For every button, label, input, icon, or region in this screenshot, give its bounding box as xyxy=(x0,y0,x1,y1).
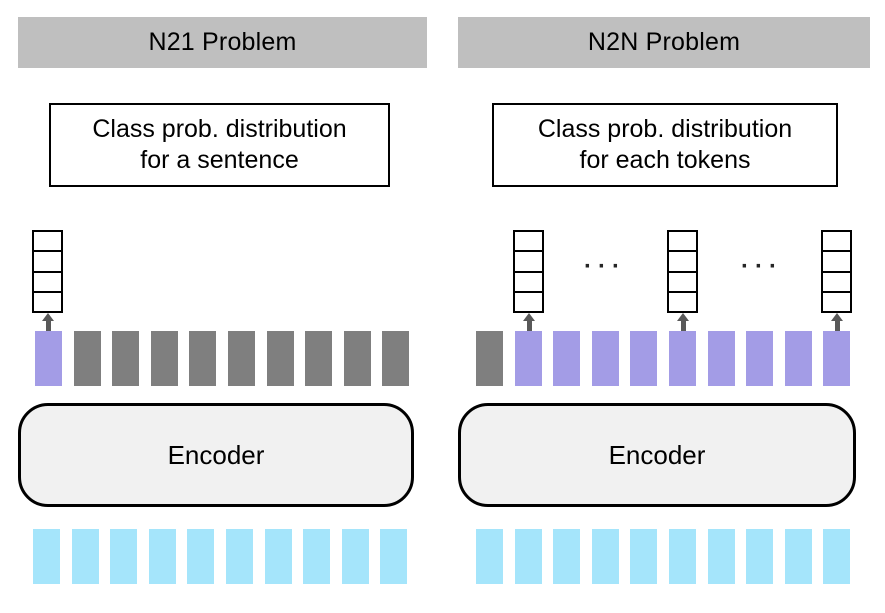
token-bar-row xyxy=(476,331,851,386)
ellipsis: ··· xyxy=(584,253,626,280)
encoder-label: Encoder xyxy=(608,439,706,470)
description-line-1: Class prob. distribution xyxy=(92,115,347,143)
panel-title-label: N2N Problem xyxy=(587,28,741,56)
purple-token-bar xyxy=(746,331,774,386)
gray-token-bar xyxy=(343,331,371,386)
vector-cell xyxy=(823,232,850,253)
encoder-box: Encoder xyxy=(18,403,414,507)
cyan-token-bar xyxy=(668,529,696,584)
cyan-token-bar xyxy=(148,529,176,584)
encoder-box: Encoder xyxy=(458,403,856,507)
description-line-2: for a sentence xyxy=(140,146,299,174)
cyan-token-bar xyxy=(110,529,138,584)
purple-token-bar xyxy=(823,331,851,386)
cyan-token-bar xyxy=(303,529,331,584)
ellipsis: ··· xyxy=(741,253,783,280)
arrow-head xyxy=(831,313,843,321)
panel-title-label: N21 Problem xyxy=(148,28,297,56)
vector-cell xyxy=(823,252,850,273)
vector-cell xyxy=(515,292,542,311)
panel-title: N2N Problem xyxy=(458,17,870,68)
cyan-token-bar xyxy=(71,529,99,584)
token-bar-row xyxy=(35,331,410,386)
description-line-1: Class prob. distribution xyxy=(537,115,793,143)
cyan-token-bar xyxy=(264,529,292,584)
input-bar-row xyxy=(33,529,408,584)
class-prob-vector xyxy=(667,230,698,313)
description-box: Class prob. distribution for a sentence xyxy=(49,103,390,187)
purple-token-bar xyxy=(514,331,542,386)
vector-cell xyxy=(34,272,61,293)
cyan-token-bar xyxy=(476,529,503,584)
cyan-token-bar xyxy=(784,529,812,584)
cyan-token-bar xyxy=(33,529,60,584)
arrow-head xyxy=(42,313,54,321)
gray-token-bar xyxy=(382,331,410,386)
purple-token-bar xyxy=(668,331,696,386)
vector-cell xyxy=(823,272,850,293)
vector-cell xyxy=(823,292,850,311)
gray-token-bar xyxy=(112,331,140,386)
vector-cell xyxy=(669,292,696,311)
up-arrow-icon xyxy=(523,313,535,331)
panel-n21: N21 Problem Class prob. distribution for… xyxy=(18,17,427,584)
cyan-token-bar xyxy=(823,529,851,584)
arrow-head xyxy=(523,313,535,321)
gray-token-bar xyxy=(150,331,178,386)
description-line-2: for each tokens xyxy=(579,146,751,174)
cyan-token-bar xyxy=(746,529,774,584)
cyan-token-bar xyxy=(225,529,253,584)
gray-token-bar xyxy=(305,331,333,386)
arrow-shaft xyxy=(45,321,51,331)
gray-token-bar xyxy=(189,331,217,386)
vector-cell xyxy=(515,252,542,273)
vector-cell xyxy=(515,272,542,293)
up-arrow-icon xyxy=(42,313,54,331)
purple-token-bar xyxy=(553,331,581,386)
cyan-token-bar xyxy=(380,529,408,584)
vector-cell xyxy=(34,252,61,273)
arrow-shaft xyxy=(680,321,686,331)
cyan-token-bar xyxy=(187,529,215,584)
up-arrow-icon xyxy=(677,313,689,331)
encoder-label: Encoder xyxy=(167,439,265,470)
up-arrow-icon xyxy=(831,313,843,331)
vector-cell xyxy=(515,232,542,253)
arrow-shaft xyxy=(526,321,532,331)
vector-cell xyxy=(669,272,696,293)
cyan-token-bar xyxy=(341,529,369,584)
panel-n2n: N2N Problem Class prob. distribution for… xyxy=(443,0,885,613)
purple-token-bar xyxy=(591,331,619,386)
class-prob-vector xyxy=(32,230,63,313)
gray-token-bar xyxy=(73,331,101,386)
gray-token-bar xyxy=(266,331,294,386)
vector-cell xyxy=(669,252,696,273)
vector-cell xyxy=(34,232,61,253)
purple-token-bar xyxy=(35,331,62,386)
cyan-token-bar xyxy=(707,529,735,584)
arrow-shaft xyxy=(834,321,840,331)
cyan-token-bar xyxy=(514,529,542,584)
cyan-token-bar xyxy=(591,529,619,584)
vector-cell xyxy=(669,232,696,253)
input-bar-row xyxy=(476,529,851,584)
purple-token-bar xyxy=(784,331,812,386)
vector-cell xyxy=(34,292,61,311)
panel-title: N21 Problem xyxy=(18,17,427,68)
description-box: Class prob. distribution for each tokens xyxy=(492,103,838,187)
cyan-token-bar xyxy=(630,529,658,584)
purple-token-bar xyxy=(707,331,735,386)
arrow-head xyxy=(677,313,689,321)
cyan-token-bar xyxy=(553,529,581,584)
purple-token-bar xyxy=(630,331,658,386)
class-prob-vector xyxy=(821,230,852,313)
class-prob-vector xyxy=(513,230,544,313)
gray-token-bar xyxy=(227,331,255,386)
gray-token-bar xyxy=(476,331,503,386)
